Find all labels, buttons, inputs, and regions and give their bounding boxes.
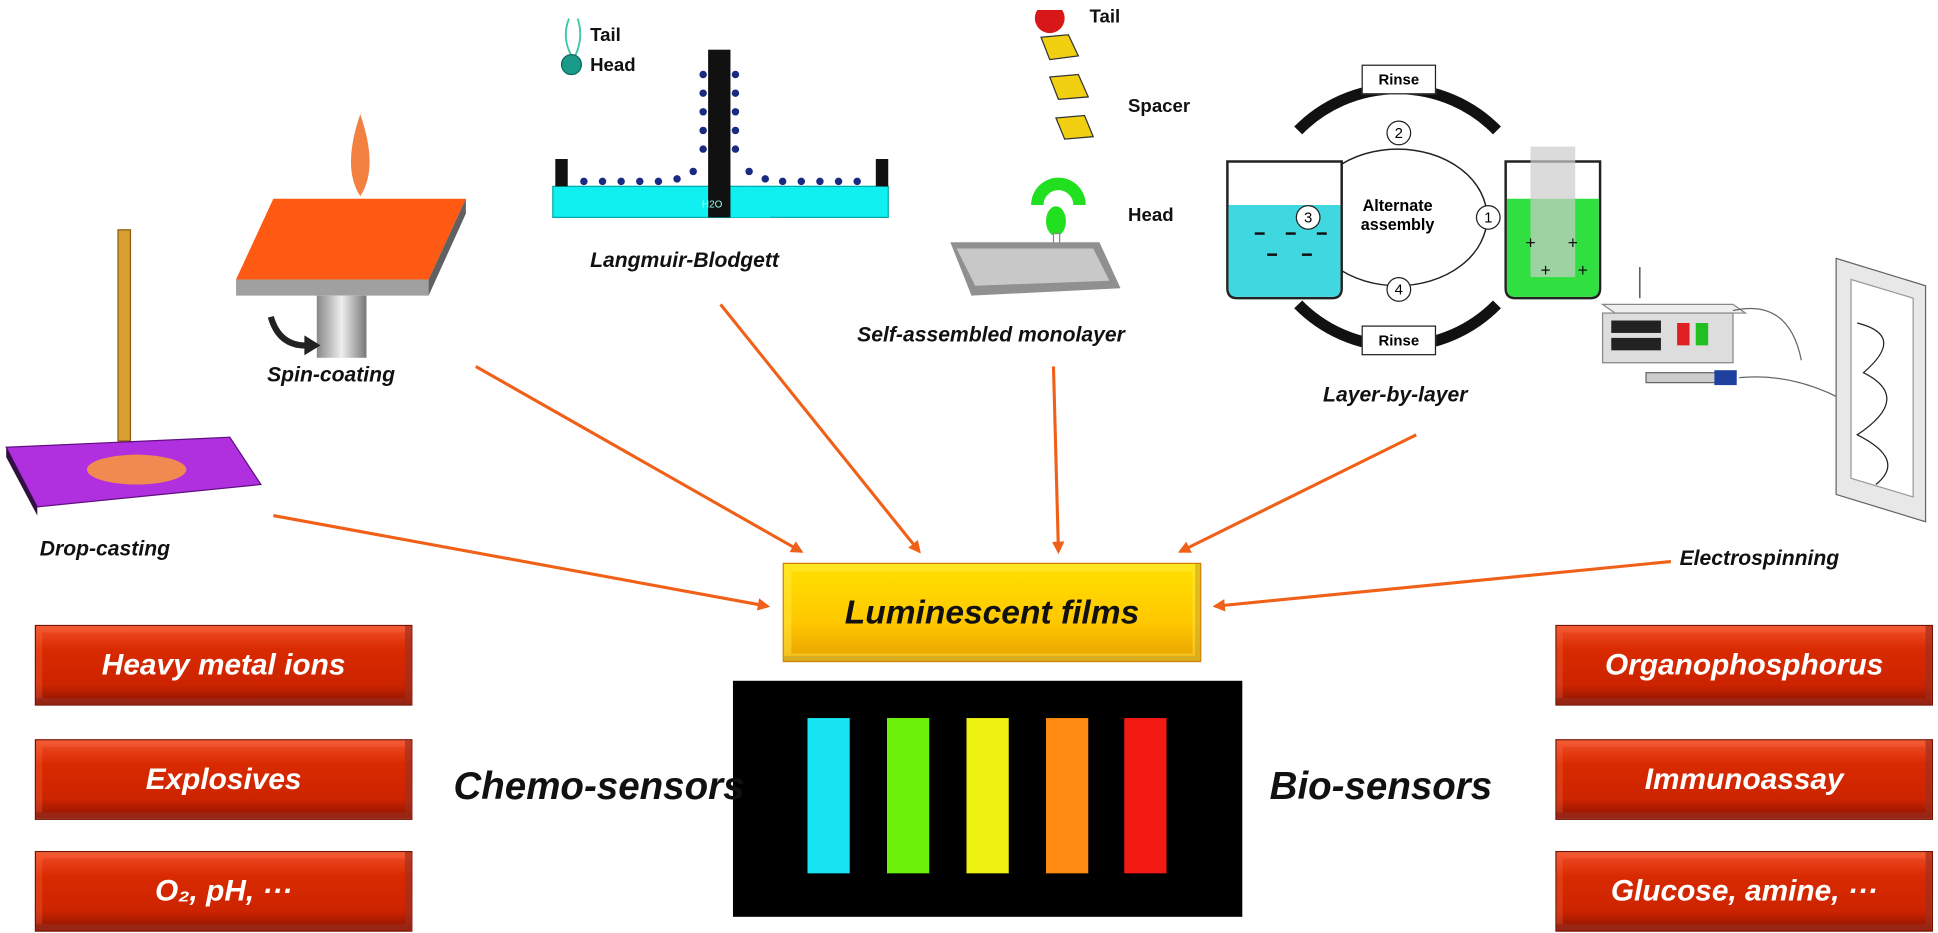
bio-item-immunoassay: Immunoassay <box>1555 739 1934 820</box>
drop-casting-illustration <box>5 229 262 516</box>
label-drop-casting: Drop-casting <box>39 536 171 561</box>
sam-illustration <box>950 9 1121 296</box>
label-spin-coating: Spin-coating <box>267 362 395 387</box>
rinse-bottom: Rinse <box>1361 325 1437 356</box>
bio-item-glucose-amine: Glucose, amine, ··· <box>1555 850 1934 932</box>
step-1: 1 <box>1475 204 1501 230</box>
chemo-item-o2-ph: O₂, pH, ··· <box>34 850 413 932</box>
label-layer-by-layer: Layer-by-layer <box>1323 382 1468 407</box>
luminescent-films-box: Luminescent films <box>782 562 1202 663</box>
arrow-langmuir-blodgett <box>719 303 921 554</box>
arrow-layer-by-layer <box>1177 433 1417 553</box>
lb-head-label: Head <box>590 54 636 76</box>
step-4: 4 <box>1386 277 1412 302</box>
film-yellow <box>966 718 1009 874</box>
film-color-panel <box>732 680 1243 917</box>
film-red <box>1124 718 1167 874</box>
arrow-spin-coating <box>475 365 804 553</box>
step-3: 3 <box>1295 204 1321 230</box>
electrospinning-illustration <box>1600 257 1927 523</box>
arrow-electrospinning <box>1212 559 1672 612</box>
chemo-sensors-title: Chemo-sensors <box>453 764 745 808</box>
rinse-top: Rinse <box>1361 64 1437 95</box>
bio-item-organophosphorus: Organophosphorus <box>1555 624 1934 706</box>
film-green <box>887 718 930 874</box>
svg-text:+: + <box>1526 232 1536 252</box>
langmuir-blodgett-illustration <box>552 18 889 219</box>
lb-tail-label: Tail <box>590 24 621 46</box>
sam-tail-label: Tail <box>1089 6 1121 28</box>
lb-water-label: H2O <box>701 198 723 210</box>
label-electrospinning: Electrospinning <box>1679 546 1840 571</box>
chemo-item-heavy-metal: Heavy metal ions <box>34 624 413 706</box>
bio-sensors-title: Bio-sensors <box>1269 764 1493 808</box>
label-langmuir-blodgett: Langmuir-Blodgett <box>590 248 779 273</box>
film-cyan <box>807 718 850 874</box>
sam-head-label: Head <box>1128 204 1174 227</box>
arrow-drop-casting <box>273 514 771 611</box>
lbl-alternate-assembly: Alternate assembly <box>1360 196 1435 234</box>
svg-text:+: + <box>1578 260 1588 280</box>
chemo-item-explosives: Explosives <box>34 739 413 820</box>
spin-coating-illustration <box>236 114 466 358</box>
arrow-sam <box>1051 366 1065 555</box>
film-orange <box>1046 718 1089 874</box>
sam-spacer-label: Spacer <box>1128 95 1191 117</box>
label-sam: Self-assembled monolayer <box>857 322 1125 347</box>
arrows <box>273 303 1672 612</box>
step-2: 2 <box>1386 120 1412 146</box>
svg-text:+: + <box>1568 232 1578 252</box>
svg-text:+: + <box>1540 260 1550 280</box>
